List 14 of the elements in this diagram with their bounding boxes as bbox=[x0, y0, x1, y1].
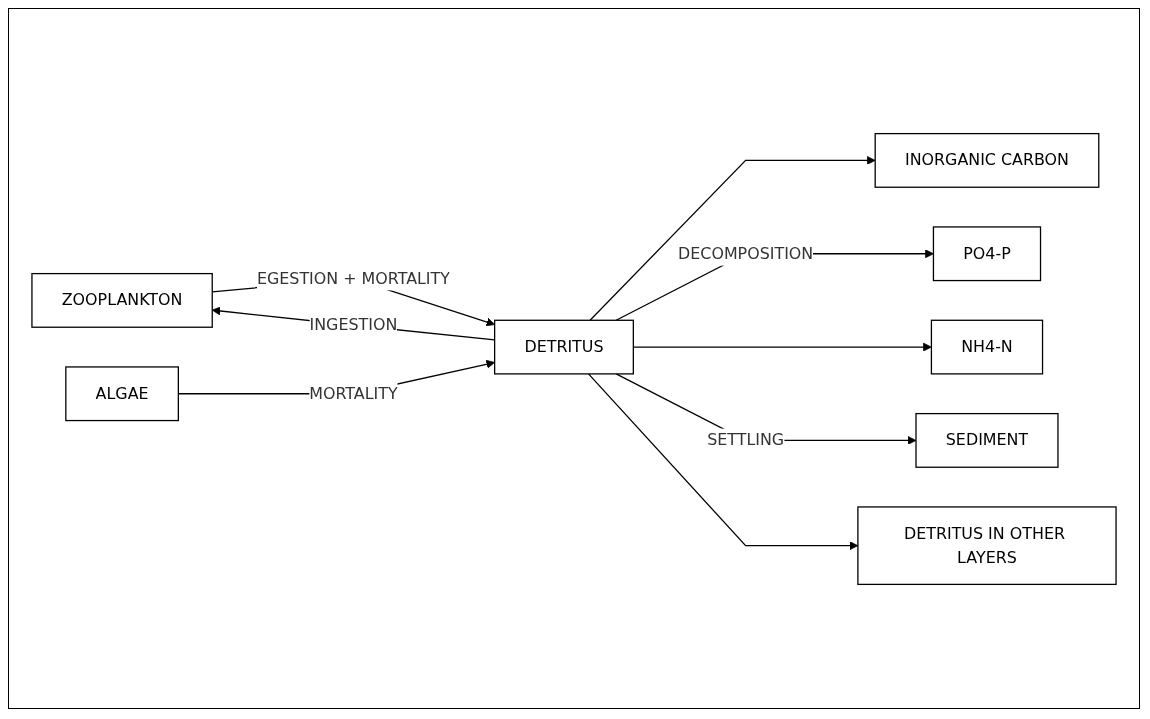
arrow bbox=[589, 155, 876, 321]
node-box: NH4-N bbox=[930, 319, 1044, 375]
node-box: SEDIMENT bbox=[915, 412, 1059, 468]
edge-label: MORTALITY bbox=[309, 383, 398, 403]
edge-label: DECOMPOSITION bbox=[678, 243, 814, 263]
node-box: ALGAE bbox=[65, 365, 179, 421]
edge-label: INGESTION bbox=[309, 314, 398, 334]
node-box: DETRITUS IN OTHER LAYERS bbox=[857, 505, 1117, 585]
node-box: PO4-P bbox=[932, 225, 1042, 281]
node-box: ZOOPLANKTON bbox=[31, 272, 213, 328]
edge-label: EGESTION + MORTALITY bbox=[256, 268, 450, 288]
edge-label: SETTLING bbox=[707, 429, 785, 449]
node-box: DETRITUS bbox=[494, 319, 634, 375]
node-box: INORGANIC CARBON bbox=[874, 132, 1100, 188]
